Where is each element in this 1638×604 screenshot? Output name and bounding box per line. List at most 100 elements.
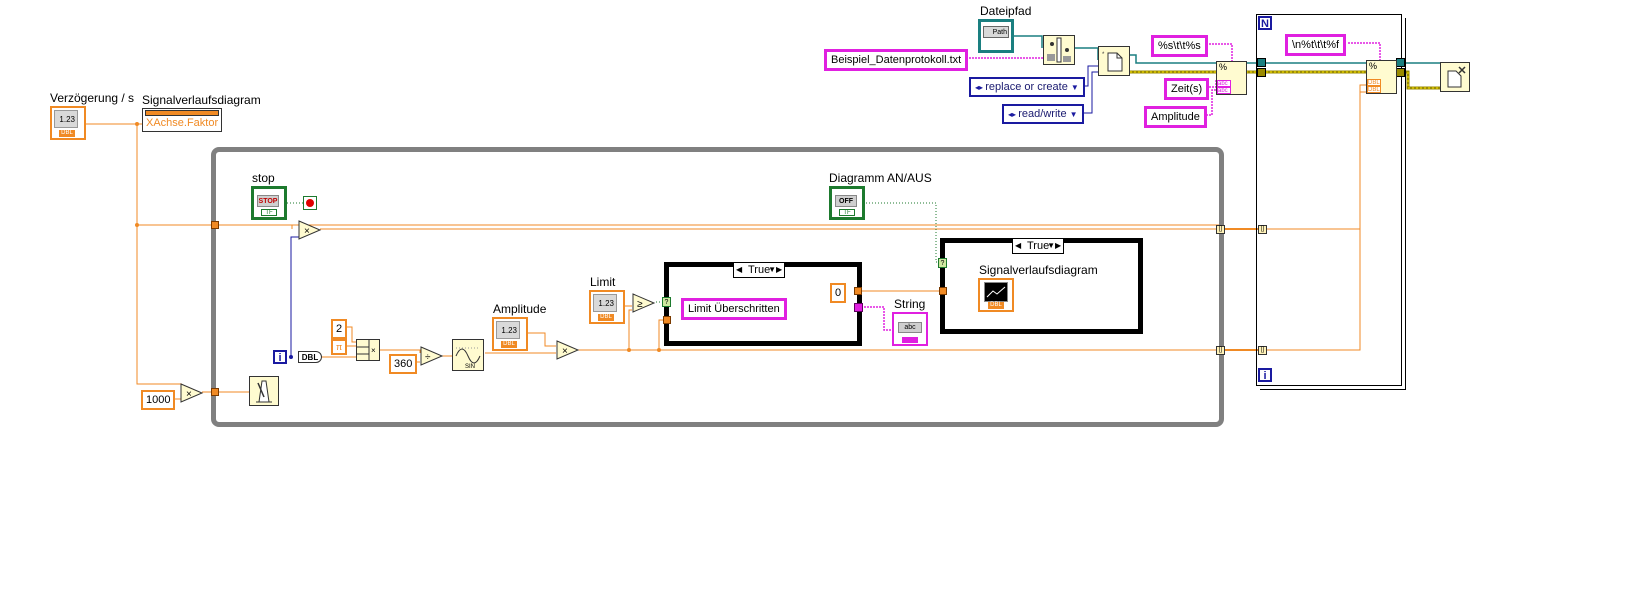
divide-node[interactable]: ÷ xyxy=(420,346,444,366)
constant-pi[interactable]: π xyxy=(331,339,348,355)
path-value: Path xyxy=(983,26,1009,38)
metronome-icon xyxy=(256,380,272,403)
multiply-symbol-2: × xyxy=(562,346,568,357)
read-write-text: read/write xyxy=(1018,108,1067,120)
multiply-node-ms[interactable]: × xyxy=(180,383,204,403)
replace-or-create-constant[interactable]: ◂▸ replace or create ▼ xyxy=(969,77,1085,97)
abc-input-1: abc xyxy=(1217,80,1231,87)
wire-amplitude xyxy=(1206,89,1218,116)
read-write-constant[interactable]: ◂▸ read/write ▼ xyxy=(1002,104,1084,124)
sine-node[interactable]: SIN xyxy=(452,339,484,371)
svg-text:*: * xyxy=(1102,52,1105,58)
constant-1000[interactable]: 1000 xyxy=(141,390,176,410)
decrement-case-icon[interactable]: ◀ xyxy=(736,265,743,274)
refnum-tunnel-in xyxy=(1257,58,1266,67)
greater-equal-node[interactable]: ≥ xyxy=(632,293,656,313)
case-selector-chart[interactable]: ◀ True ▼▶ xyxy=(1012,238,1065,254)
constant-360[interactable]: 360 xyxy=(389,354,418,374)
wire-two xyxy=(345,326,357,343)
delay-control[interactable]: 1.23 DBL xyxy=(50,106,86,140)
dbl-tag: DBL xyxy=(59,130,75,137)
limit-message-constant[interactable]: Limit Überschritten xyxy=(681,298,787,320)
wait-tunnel xyxy=(211,388,219,396)
file-path-label: Dateipfad xyxy=(980,4,1032,18)
file-path-control[interactable]: Path xyxy=(978,19,1014,53)
build-path-node[interactable] xyxy=(1043,35,1075,65)
format-icon-2: % xyxy=(1369,61,1378,71)
close-file-node[interactable] xyxy=(1440,62,1470,92)
filename-constant[interactable]: Beispiel_Datenprotokoll.txt xyxy=(824,49,969,71)
multiply-symbol-3: × xyxy=(186,389,192,400)
format-header-constant[interactable]: %s\t\t%s xyxy=(1151,35,1208,57)
wire-str-ind xyxy=(858,306,894,331)
for-loop-iteration-terminal: i xyxy=(1258,368,1272,382)
index-tunnel-time: [] xyxy=(1258,225,1267,234)
string-indicator-label: String xyxy=(894,297,926,311)
increment-case-icon[interactable]: ▼▶ xyxy=(768,265,783,274)
open-file-node[interactable]: * xyxy=(1098,46,1130,76)
auto-index-tunnel-2: [] xyxy=(1216,346,1225,355)
amplitude-constant[interactable]: Amplitude xyxy=(1144,106,1207,128)
limit-control[interactable]: 1.23 DBL xyxy=(589,290,625,324)
wait-ms-node[interactable] xyxy=(249,376,279,406)
property-node[interactable]: XAchse.Faktor xyxy=(142,108,222,132)
format-row-constant[interactable]: \n%t\t\t%f xyxy=(1285,34,1347,56)
delay-value: 1.23 xyxy=(54,110,78,128)
format-icon: % xyxy=(1219,62,1228,72)
wire-open-fmt xyxy=(1130,54,1218,64)
wire-chart-toggle xyxy=(866,202,940,263)
wire-fmt-header xyxy=(1206,43,1233,62)
delay-tunnel xyxy=(211,221,219,229)
to-double-conversion[interactable]: DBL xyxy=(298,351,322,363)
case-selector-value: True xyxy=(748,264,771,276)
case-input-tunnel xyxy=(663,316,671,324)
while-loop[interactable] xyxy=(211,147,1224,427)
wire-path xyxy=(1012,35,1043,48)
amplitude-control[interactable]: 1.23 DBL xyxy=(492,317,528,351)
case-selector-limit[interactable]: ◀ True ▼▶ xyxy=(733,262,786,278)
stop-label: stop xyxy=(252,171,275,185)
format-into-file-node-2[interactable]: % DBL DBL xyxy=(1366,60,1397,94)
string-output-tunnel xyxy=(854,303,863,312)
wire-loop-mult xyxy=(215,224,293,229)
property-node-header xyxy=(145,110,219,116)
auto-index-tunnel-1: [] xyxy=(1216,225,1225,234)
string-tag xyxy=(902,337,918,343)
increment-case-icon-2[interactable]: ▼▶ xyxy=(1047,241,1062,250)
decrement-case-icon-2[interactable]: ◀ xyxy=(1015,241,1022,250)
divide-symbol: ÷ xyxy=(425,352,431,363)
delay-label: Verzögerung / s xyxy=(50,91,135,105)
limit-value: 1.23 xyxy=(593,294,617,312)
for-loop-shadow xyxy=(1260,18,1406,390)
amplitude-dbl-tag: DBL xyxy=(501,341,517,348)
constant-two[interactable]: 2 xyxy=(331,319,348,339)
compound-multiply-node[interactable]: × xyxy=(356,339,380,361)
dbl-input-2: DBL xyxy=(1367,86,1381,93)
wire-for-fmt2 xyxy=(1262,91,1368,351)
limit-dbl-tag: DBL xyxy=(598,314,614,321)
multiply-node-time[interactable]: × xyxy=(298,220,322,240)
chart-toggle-control[interactable]: OFF TF xyxy=(829,186,865,220)
svg-text:×: × xyxy=(371,346,376,355)
sine-wave-icon: SIN xyxy=(455,347,481,370)
file-icon: * xyxy=(1102,52,1123,72)
format-into-file-node-1[interactable]: % abc abc xyxy=(1216,61,1247,95)
stop-control[interactable]: STOP TF xyxy=(251,186,287,220)
zero-output-tunnel xyxy=(854,287,862,295)
stop-value: STOP xyxy=(257,195,279,207)
zeit-constant[interactable]: Zeit(s) xyxy=(1164,78,1210,100)
limit-label: Limit xyxy=(590,275,616,289)
chart-input-tunnel xyxy=(939,287,947,295)
abc-input-2: abc xyxy=(1217,87,1231,94)
error-tunnel-in xyxy=(1257,68,1266,77)
wire-delay-down xyxy=(136,124,182,385)
multiply-node-amplitude[interactable]: × xyxy=(556,340,580,360)
amplitude-value: 1.23 xyxy=(496,321,520,339)
for-loop[interactable] xyxy=(1256,14,1402,386)
for-loop-count-terminal[interactable]: N xyxy=(1258,16,1272,30)
chart-toggle-tf-tag: TF xyxy=(839,209,855,216)
case-structure-chart[interactable] xyxy=(940,238,1143,334)
constant-zero[interactable]: 0 xyxy=(830,283,847,303)
wire-mult-div xyxy=(380,349,421,353)
loop-condition-terminal[interactable] xyxy=(303,196,317,210)
